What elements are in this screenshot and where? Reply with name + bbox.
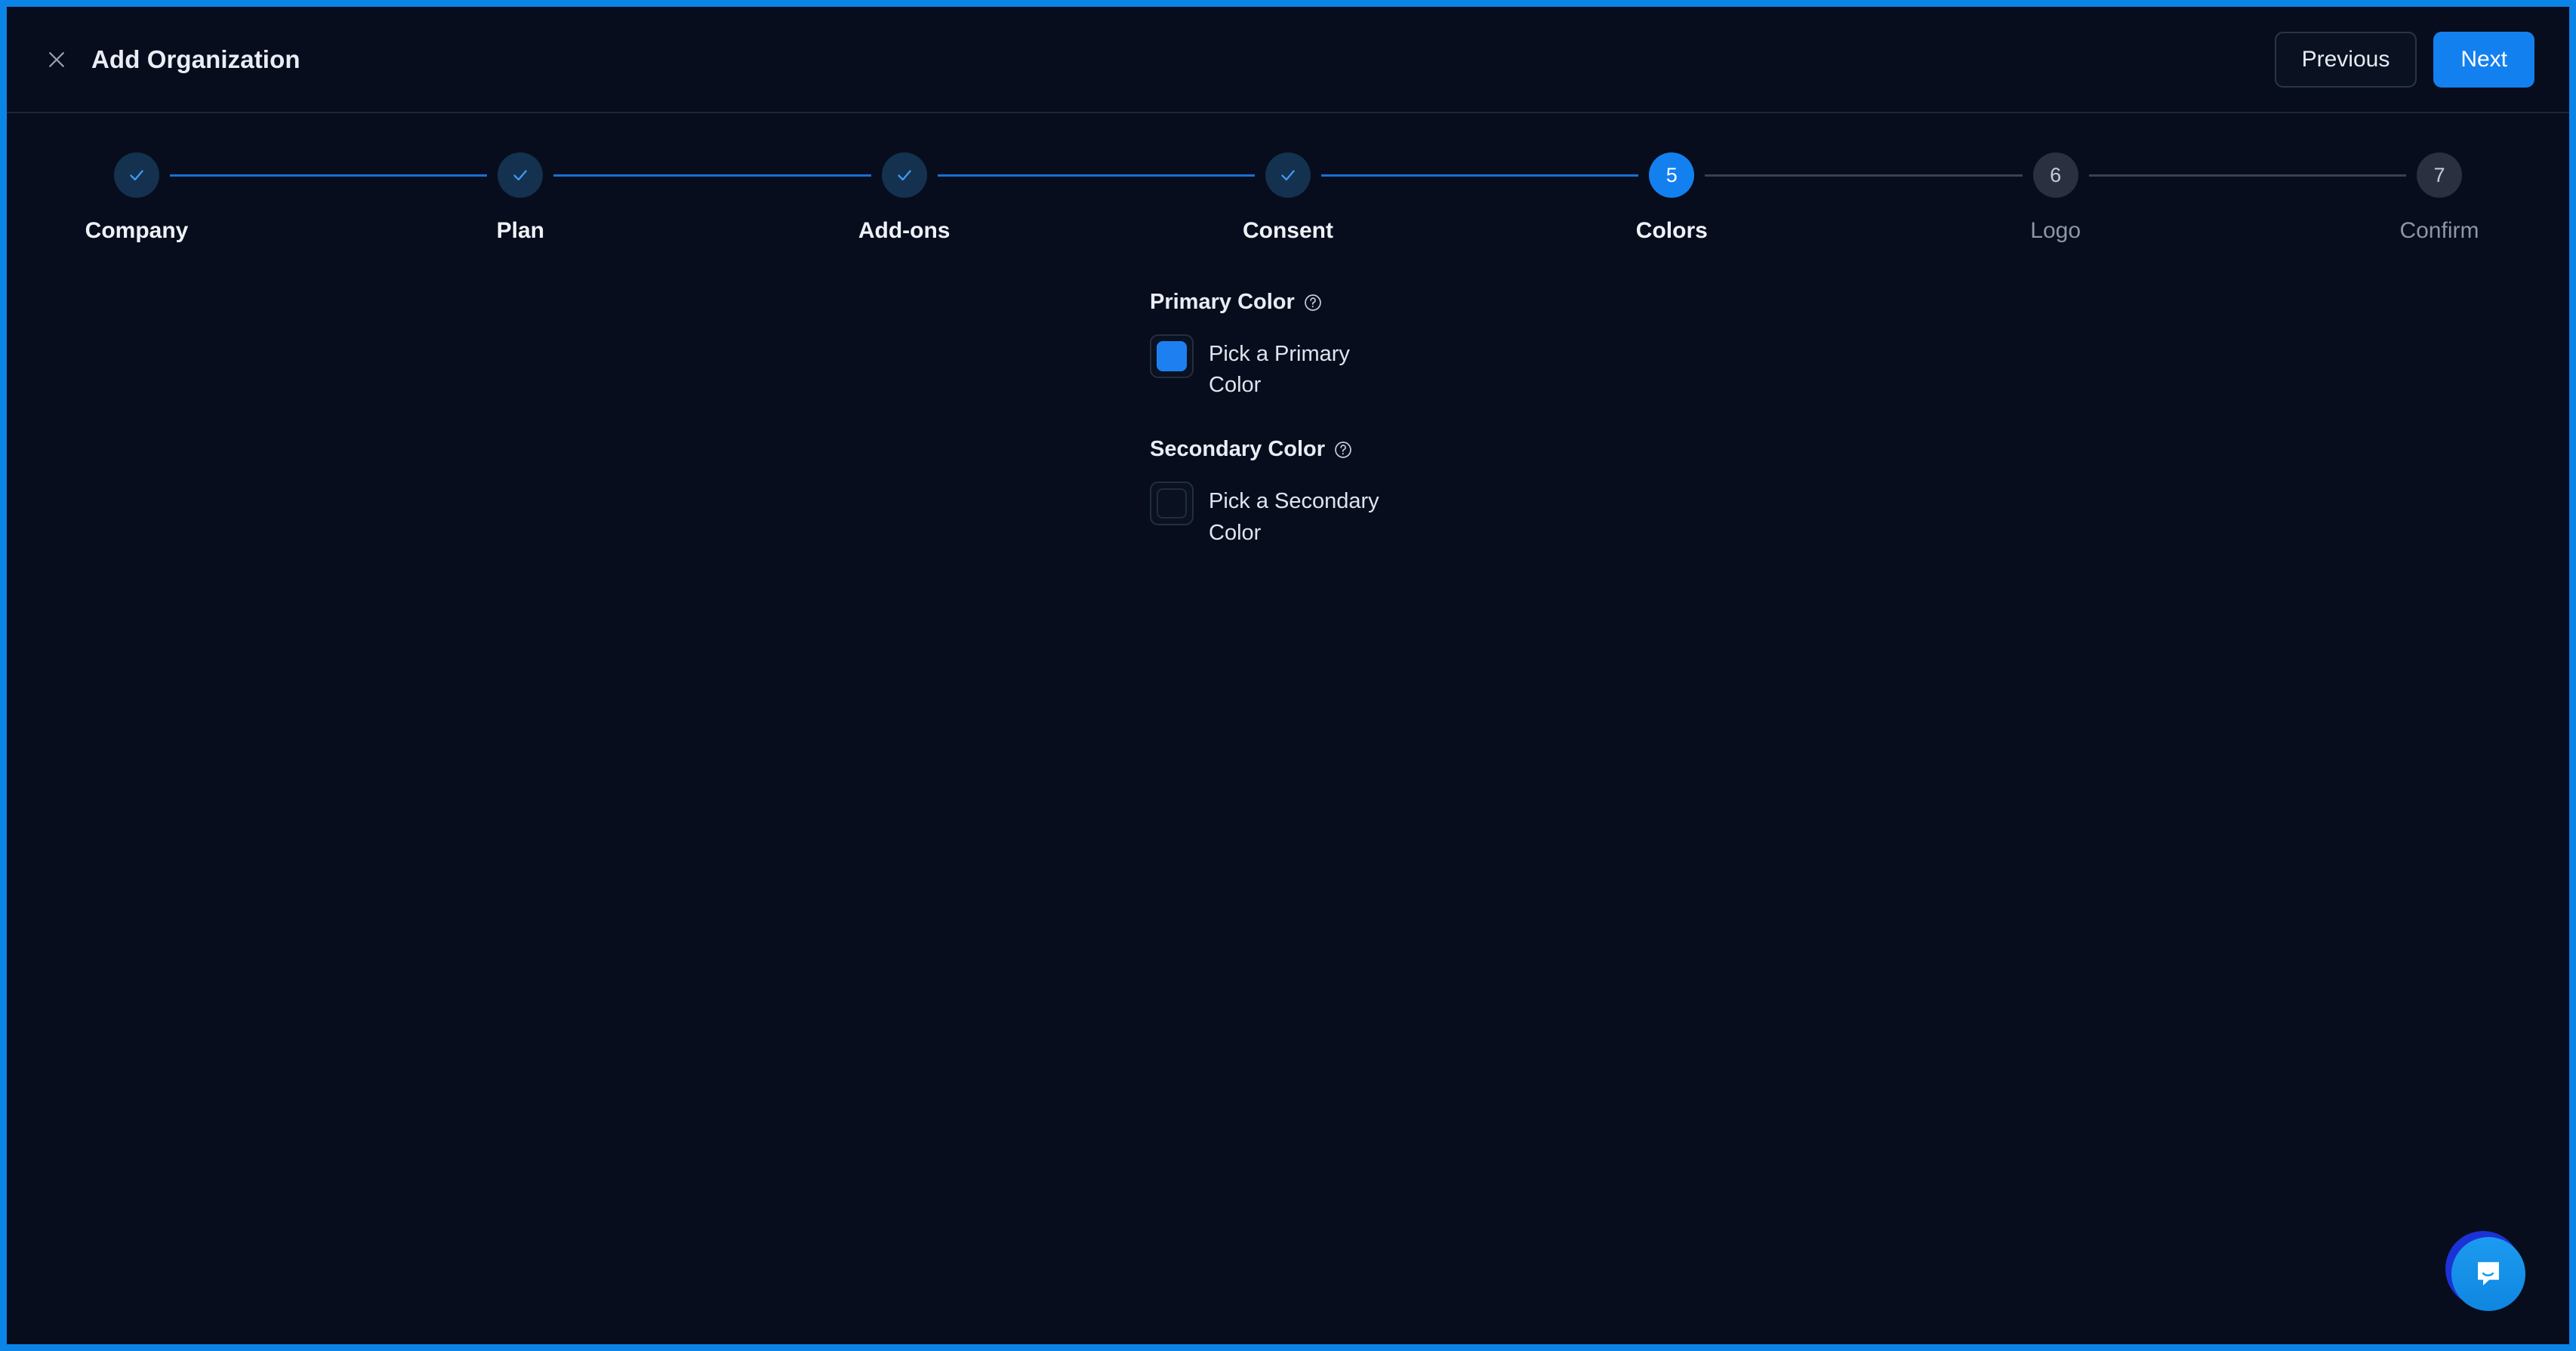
close-icon[interactable] — [42, 45, 72, 75]
step-circle — [881, 152, 927, 198]
primary-color-label: Primary Color — [1150, 290, 1295, 314]
stepper-connector — [937, 174, 1255, 177]
step-label: Plan — [496, 218, 544, 243]
help-circle-icon[interactable] — [1333, 439, 1354, 460]
previous-button[interactable]: Previous — [2274, 31, 2417, 88]
chat-launcher-button[interactable] — [2445, 1231, 2525, 1311]
secondary-color-chip — [1157, 488, 1187, 519]
step-label: Colors — [1635, 218, 1708, 243]
step-circle — [114, 152, 159, 198]
page-title: Add Organization — [91, 45, 300, 73]
step-number: 7 — [2433, 163, 2445, 186]
stepper-step-add-ons[interactable]: Add-ons — [837, 152, 972, 244]
primary-color-swatch-button[interactable] — [1150, 334, 1194, 378]
modal-header: Add Organization Previous Next — [7, 7, 2569, 113]
step-circle: 7 — [2416, 152, 2462, 198]
secondary-color-swatch-button[interactable] — [1150, 482, 1194, 526]
stepper-connector — [170, 174, 488, 177]
step-label: Company — [85, 218, 189, 243]
header-actions: Previous Next — [2274, 31, 2534, 88]
step-circle: 6 — [2032, 152, 2078, 198]
secondary-color-label: Secondary Color — [1150, 437, 1326, 462]
step-circle — [1265, 152, 1311, 198]
chat-bubble-icon — [2451, 1237, 2525, 1311]
primary-color-label-row: Primary Color — [1150, 290, 1497, 315]
primary-color-chip — [1157, 341, 1187, 371]
stepper-step-plan[interactable]: Plan — [452, 152, 588, 244]
secondary-color-group: Secondary Color Pick a Secondary Color — [1150, 437, 1497, 548]
step-label: Consent — [1242, 218, 1333, 243]
secondary-color-swatch-label: Pick a Secondary Color — [1209, 489, 1379, 545]
primary-color-swatch-label: Pick a Primary Color — [1209, 342, 1350, 398]
header-left-group: Add Organization — [42, 45, 300, 75]
stepper-connector — [2088, 174, 2406, 177]
help-circle-icon[interactable] — [1302, 292, 1323, 313]
step-circle — [498, 152, 544, 198]
app-root: Add Organization Previous Next Company Pl… — [7, 7, 2569, 1344]
secondary-color-label-row: Secondary Color — [1150, 437, 1497, 462]
step-circle: 5 — [1649, 152, 1695, 198]
step-label: Confirm — [2399, 218, 2479, 243]
stepper-step-company[interactable]: Company — [69, 152, 205, 244]
main-content: Primary Color Pick a Primary Color — [7, 273, 2569, 545]
step-label: Add-ons — [858, 218, 951, 243]
primary-color-picker-row: Pick a Primary Color — [1150, 334, 1497, 401]
next-button[interactable]: Next — [2433, 31, 2534, 88]
colors-form: Primary Color Pick a Primary Color — [1150, 290, 1497, 571]
step-number: 6 — [2050, 163, 2062, 186]
primary-color-group: Primary Color Pick a Primary Color — [1150, 290, 1497, 401]
secondary-color-picker-row: Pick a Secondary Color — [1150, 482, 1497, 548]
stepper-connector — [1320, 174, 1639, 177]
step-number: 5 — [1665, 163, 1678, 186]
stepper-connector — [1705, 174, 2023, 177]
stepper-step-consent[interactable]: Consent — [1220, 152, 1356, 244]
step-label: Logo — [2030, 218, 2081, 243]
stepper-connector — [553, 174, 871, 177]
